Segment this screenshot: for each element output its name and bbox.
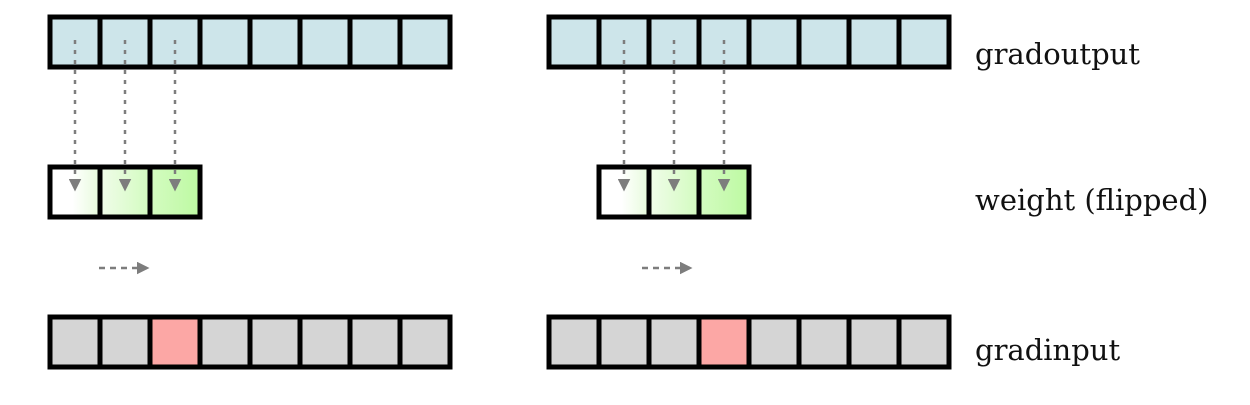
gradinput-row-cell xyxy=(796,314,852,370)
gradinput-row-cell xyxy=(646,314,702,370)
gradinput-row-cell xyxy=(147,314,203,370)
gradinput-row-cell xyxy=(746,314,802,370)
gradoutput-row-cell xyxy=(297,14,353,70)
gradoutput-row xyxy=(47,14,453,70)
gradinput-row-cell xyxy=(397,314,453,370)
gradoutput-row-cell xyxy=(347,14,403,70)
gradinput-row-cell xyxy=(297,314,353,370)
gradinput-row xyxy=(47,314,453,370)
weight-row-cell xyxy=(596,164,652,220)
gradinput-row-cell xyxy=(97,314,153,370)
gradinput-row-cell xyxy=(347,314,403,370)
gradoutput-row-cell xyxy=(846,14,902,70)
gradinput-row-cell xyxy=(596,314,652,370)
weight-row xyxy=(596,164,752,220)
gradinput-row-cell xyxy=(47,314,103,370)
gradinput-row-cell xyxy=(846,314,902,370)
panel-1 xyxy=(47,14,453,370)
weight-row xyxy=(47,164,203,220)
gradoutput-row-cell xyxy=(896,14,952,70)
gradoutput-row-cell xyxy=(397,14,453,70)
weight-row-cell xyxy=(47,164,103,220)
gradinput-row-cell xyxy=(247,314,303,370)
panels-layer xyxy=(47,14,952,370)
gradoutput-label: gradoutput xyxy=(975,37,1140,71)
gradoutput-row-cell xyxy=(247,14,303,70)
weight-row-cell xyxy=(97,164,153,220)
weight-row-cell xyxy=(646,164,702,220)
gradoutput-row-cell xyxy=(197,14,253,70)
gradinput-row-cell xyxy=(896,314,952,370)
gradoutput-row-cell xyxy=(47,14,103,70)
panel-2 xyxy=(546,14,952,370)
gradinput-row-cell xyxy=(546,314,602,370)
gradinput-row-cell xyxy=(197,314,253,370)
weight-row-cell xyxy=(696,164,752,220)
gradoutput-row-cell xyxy=(746,14,802,70)
weight-row-cell xyxy=(147,164,203,220)
gradinput-row-cell xyxy=(696,314,752,370)
gradoutput-row xyxy=(546,14,952,70)
gradinput-row xyxy=(546,314,952,370)
weight-label: weight (flipped) xyxy=(975,183,1209,217)
gradoutput-row-cell xyxy=(546,14,602,70)
gradoutput-row-cell xyxy=(796,14,852,70)
gradinput-label: gradinput xyxy=(975,333,1121,367)
